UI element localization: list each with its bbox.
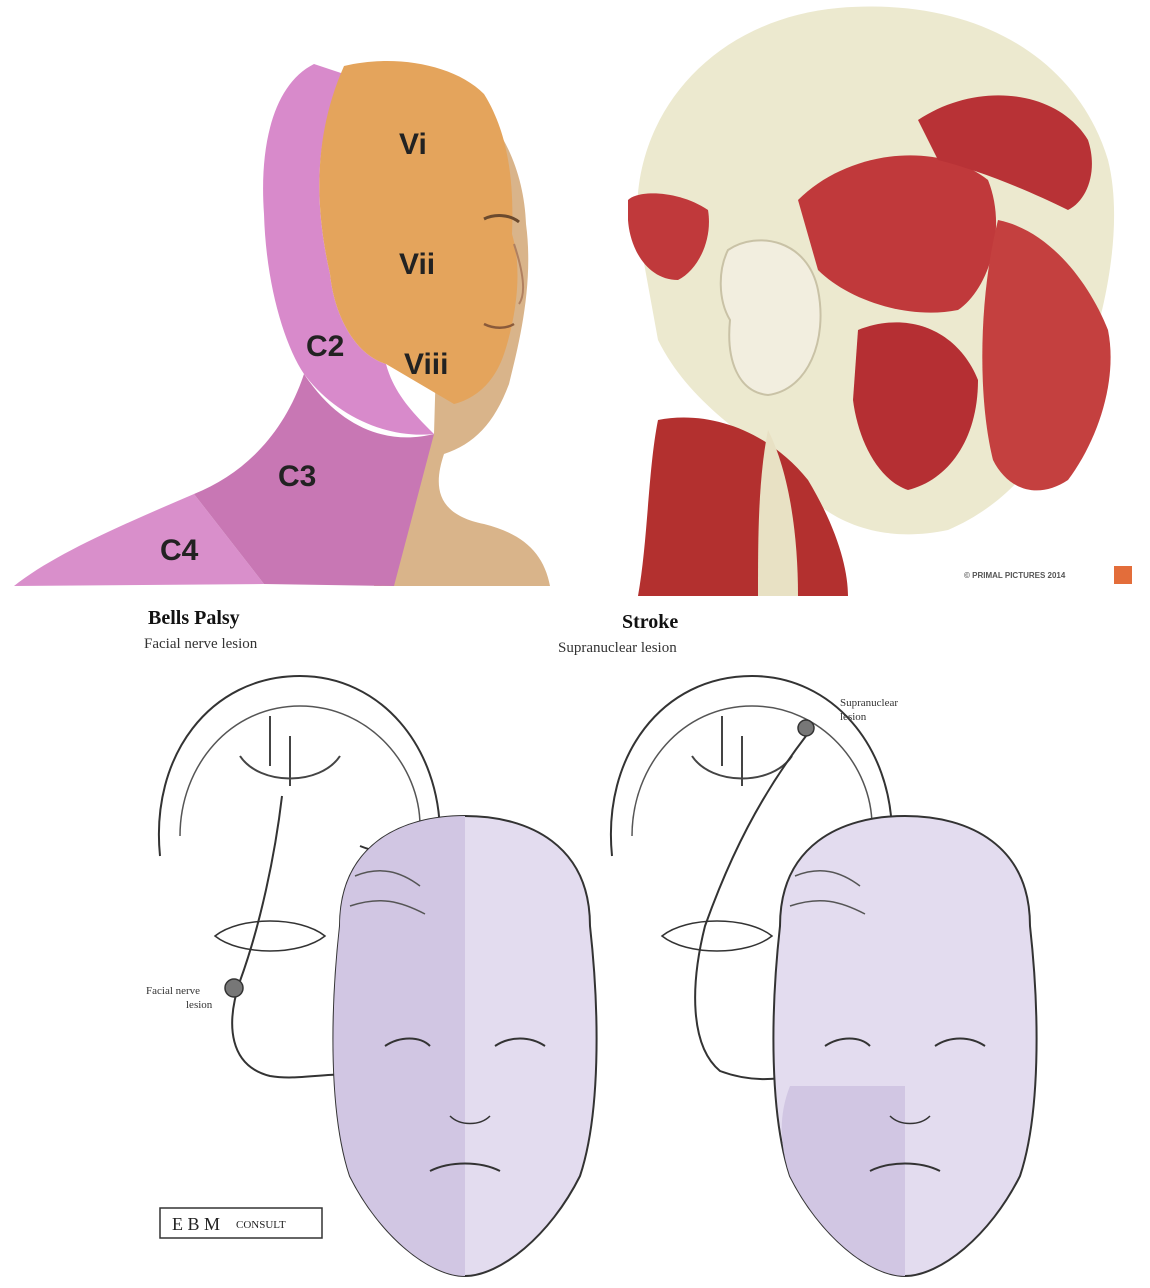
left-face-nose	[449, 1115, 491, 1125]
ebm-logo-main: E B M	[172, 1214, 220, 1234]
dermatome-illustration: Vi Vii Viii C2 C3 C4	[14, 61, 550, 586]
credit-text: © PRIMAL PICTURES 2014	[964, 571, 1066, 580]
right-face-affected-lower	[781, 1086, 905, 1276]
c4-region	[14, 494, 264, 586]
nose-line	[513, 243, 525, 305]
label-c3: C3	[278, 460, 316, 493]
supranuclear-lesion-label-1: Supranuclear	[840, 697, 898, 709]
facial-muscles-illustration: © PRIMAL PICTURES 2014	[628, 6, 1132, 596]
stroke-subtitle: Supranuclear lesion	[558, 640, 677, 656]
right-forehead-wrinkles	[789, 870, 866, 915]
right-brainstem	[660, 920, 774, 952]
facial-palsy-illustration: Bells Palsy Facial nerve lesion Facial n…	[144, 607, 1038, 1278]
right-face-mouth	[869, 1162, 941, 1172]
left-forehead-wrinkles	[349, 870, 426, 915]
trigeminal-region	[319, 61, 518, 405]
facial-nerve-lesion-label-2: lesion	[186, 999, 213, 1011]
right-face-eyes	[824, 1037, 986, 1047]
left-brainstem	[213, 920, 327, 952]
left-face-affected-side	[333, 816, 465, 1276]
left-brain-ventricles	[239, 716, 341, 786]
left-brain-inner	[179, 705, 421, 837]
facial-palsy-comparison-panel: Bells Palsy Facial nerve lesion Facial n…	[0, 596, 1150, 1288]
label-v3: Viii	[404, 348, 448, 381]
right-nerve-path	[694, 735, 821, 1081]
dermatome-map-panel: Vi Vii Viii C2 C3 C4	[14, 54, 550, 586]
facial-muscles-panel: © PRIMAL PICTURES 2014	[618, 0, 1150, 596]
masseter-muscle	[853, 322, 978, 490]
facial-nerve-lesion-label-1: Facial nerve	[146, 985, 200, 997]
label-v1: Vi	[399, 128, 427, 161]
facial-nerve-lesion-marker	[224, 978, 244, 998]
frontalis-muscle	[918, 95, 1092, 210]
eye-line	[483, 214, 520, 224]
label-v2: Vii	[399, 248, 435, 281]
ear-shape	[719, 239, 822, 397]
primal-logo-icon	[1114, 566, 1132, 584]
stroke-title: Stroke	[622, 611, 678, 633]
mouth-line	[483, 322, 515, 329]
ebm-logo-suffix: CONSULT	[236, 1219, 286, 1231]
right-face-nose	[889, 1115, 931, 1125]
cervical-spine	[758, 430, 798, 596]
orbicularis-muscles	[982, 220, 1111, 491]
left-nerve-path	[231, 795, 361, 1079]
left-face-mouth	[429, 1162, 501, 1172]
c2-region	[263, 64, 434, 435]
supranuclear-lesion-marker	[797, 719, 815, 737]
supranuclear-lesion-label-2: lesion	[840, 711, 867, 723]
bells-palsy-subtitle: Facial nerve lesion	[144, 636, 258, 652]
label-c2: C2	[306, 330, 344, 363]
ebm-logo-box	[159, 1207, 323, 1239]
right-brain-inner	[631, 705, 873, 837]
right-brain-ventricles	[691, 716, 793, 786]
c3-region	[194, 374, 434, 586]
occipitalis-muscle	[628, 193, 709, 280]
label-c4: C4	[160, 534, 199, 567]
temporalis-muscle	[798, 155, 997, 313]
bells-palsy-title: Bells Palsy	[148, 607, 240, 629]
left-face-eyes	[384, 1037, 546, 1047]
